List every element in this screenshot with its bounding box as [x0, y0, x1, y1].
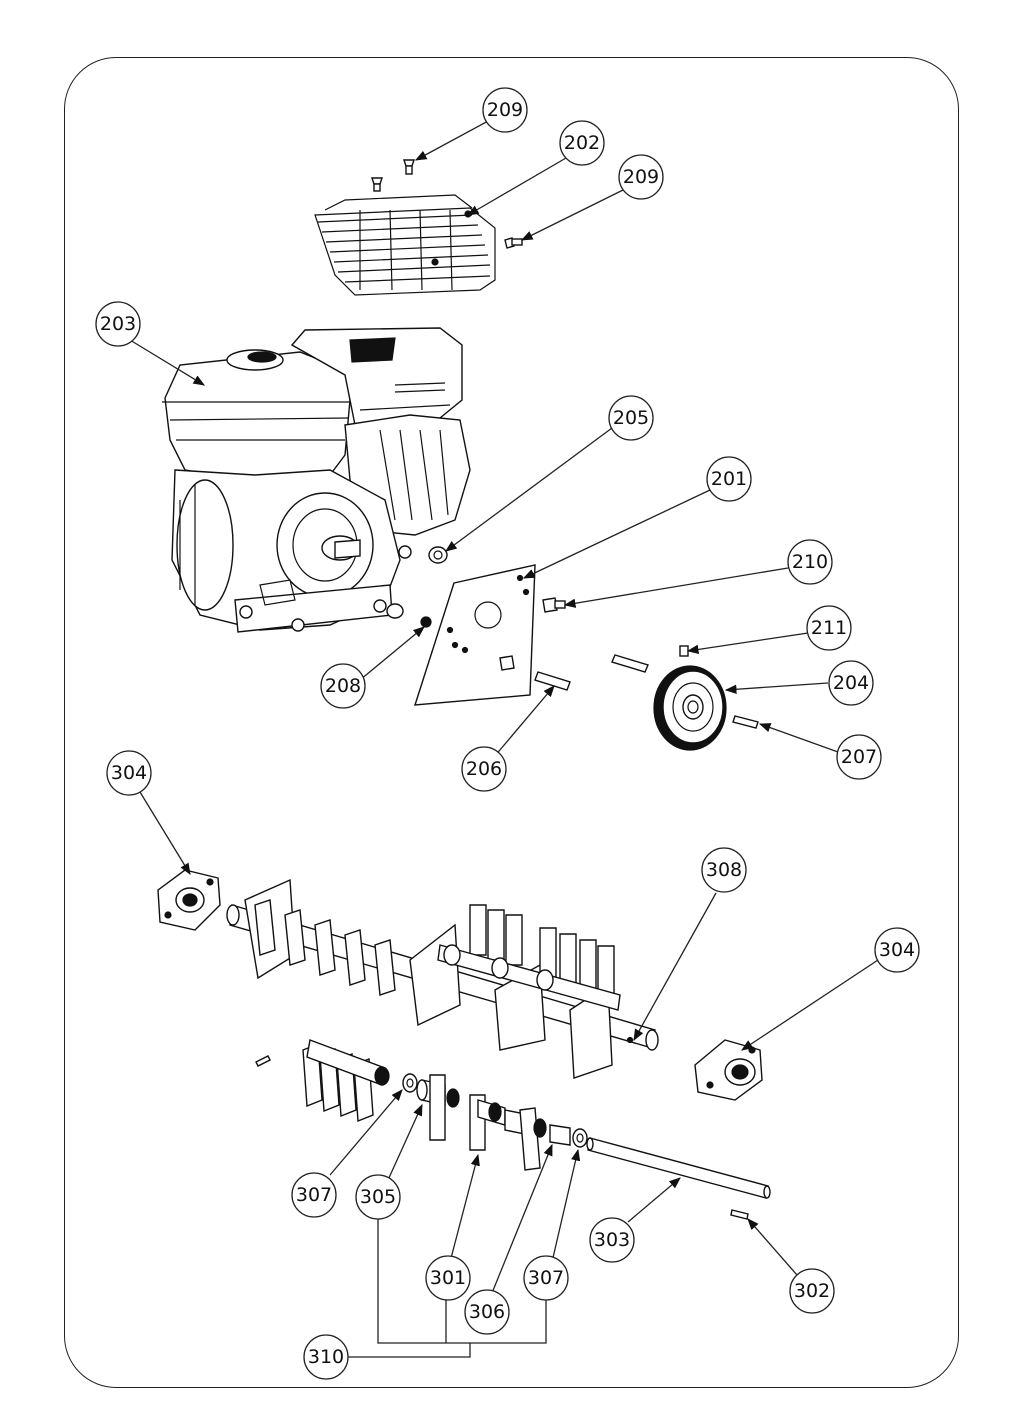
svg-text:308: 308 [706, 859, 742, 881]
callout-202: 202 [559, 120, 605, 166]
svg-text:302: 302 [794, 1280, 830, 1302]
svg-text:203: 203 [100, 313, 136, 335]
svg-text:210: 210 [792, 551, 828, 573]
mount-plate-drawing [386, 546, 759, 751]
svg-text:306: 306 [469, 1301, 505, 1323]
rotor-assembly-drawing [157, 869, 763, 1101]
callout-310: 310 [303, 1334, 349, 1380]
svg-text:206: 206 [466, 758, 502, 780]
svg-text:301: 301 [430, 1267, 466, 1289]
callout-209-right: 209 [618, 154, 664, 200]
callout-209-top: 209 [482, 87, 528, 133]
svg-text:205: 205 [613, 407, 649, 429]
callout-203: 203 [95, 301, 141, 347]
svg-text:201: 201 [711, 468, 747, 490]
callout-307-right: 307 [523, 1255, 569, 1301]
callout-206: 206 [461, 746, 507, 792]
callout-210: 210 [787, 539, 833, 585]
callout-304-right: 304 [874, 927, 920, 973]
svg-text:307: 307 [528, 1267, 564, 1289]
svg-text:304: 304 [111, 762, 147, 784]
svg-text:305: 305 [360, 1186, 396, 1208]
lower-parts-drawing [255, 1039, 771, 1220]
callout-304-left: 304 [106, 750, 152, 796]
callout-207: 207 [836, 734, 882, 780]
callout-305: 305 [355, 1174, 401, 1220]
svg-text:204: 204 [833, 672, 869, 694]
callout-303: 303 [589, 1217, 635, 1263]
callout-301: 301 [425, 1255, 471, 1301]
svg-text:303: 303 [594, 1229, 630, 1251]
svg-text:202: 202 [564, 132, 600, 154]
callout-208: 208 [320, 663, 366, 709]
svg-text:209: 209 [623, 166, 659, 188]
svg-text:209: 209 [487, 99, 523, 121]
svg-text:307: 307 [296, 1184, 332, 1206]
callout-306: 306 [464, 1289, 510, 1335]
callout-205: 205 [608, 395, 654, 441]
callout-211: 211 [806, 605, 852, 651]
drawing-border [64, 57, 959, 1388]
callout-bubbles: 209 202 209 203 205 201 [95, 87, 920, 1380]
callout-204: 204 [828, 660, 874, 706]
muffler-guard-drawing [314, 159, 523, 296]
svg-text:310: 310 [308, 1346, 344, 1368]
callout-307-left: 307 [291, 1172, 337, 1218]
svg-text:211: 211 [811, 617, 847, 639]
leader-lines [129, 119, 879, 1358]
callout-201: 201 [706, 456, 752, 502]
callout-302: 302 [789, 1268, 835, 1314]
svg-text:208: 208 [325, 675, 361, 697]
engine-drawing [162, 327, 471, 633]
callout-308: 308 [701, 847, 747, 893]
svg-text:304: 304 [879, 939, 915, 961]
svg-text:207: 207 [841, 746, 877, 768]
